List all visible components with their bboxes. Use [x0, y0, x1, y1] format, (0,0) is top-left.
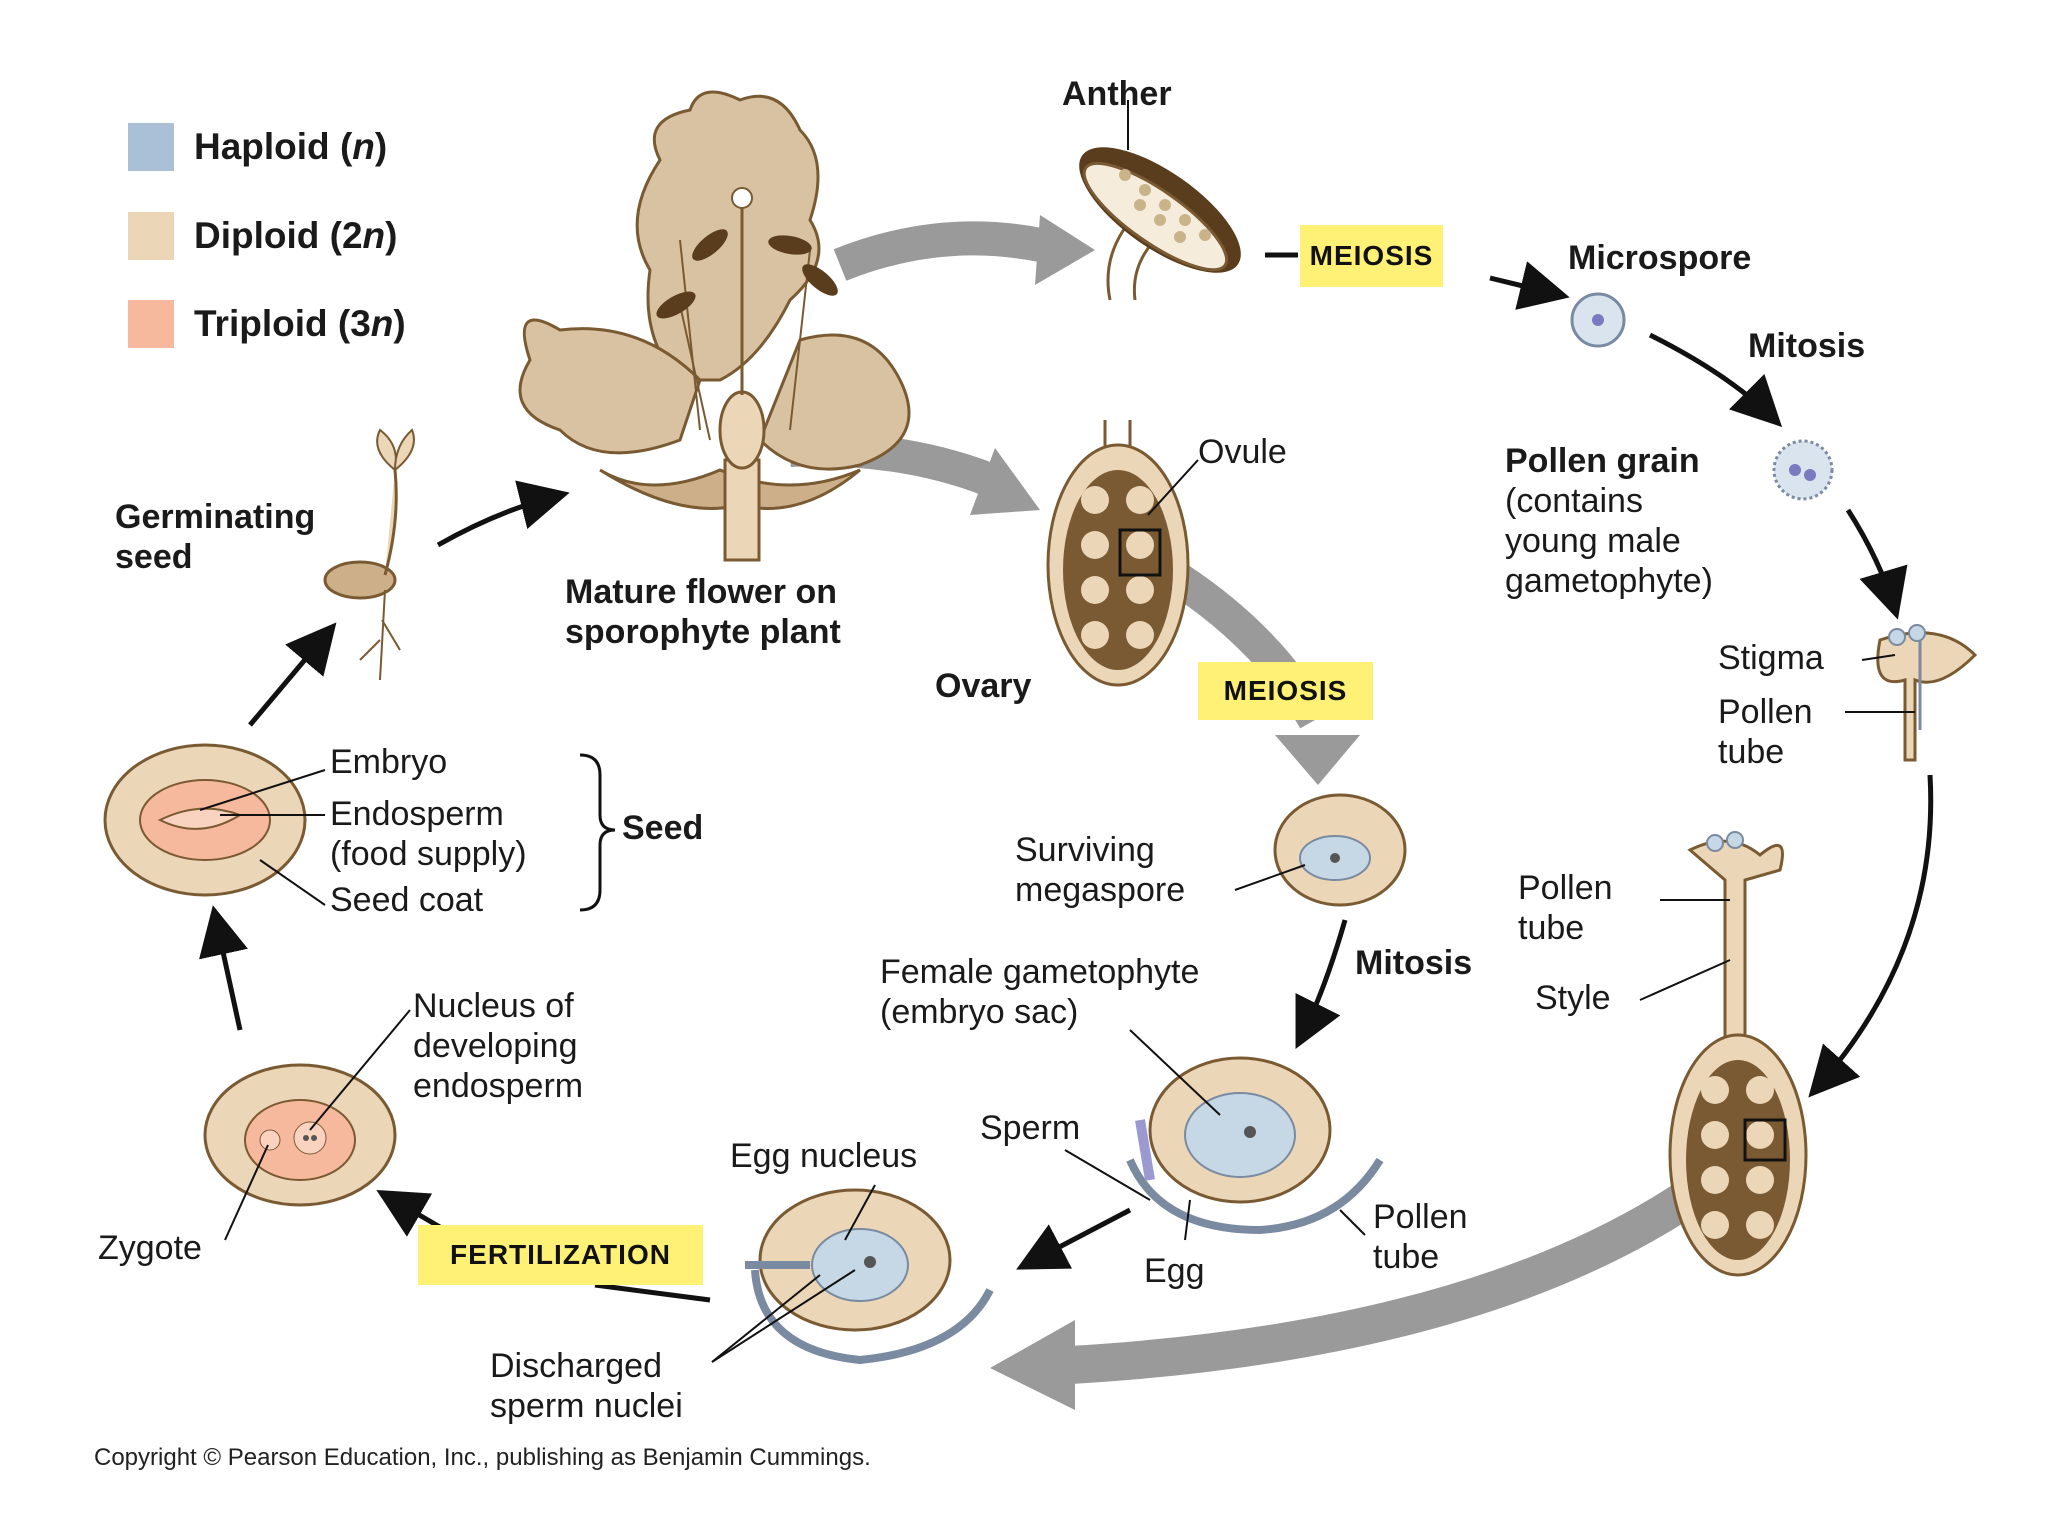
mitosis-middle-label: Mitosis [1355, 944, 1473, 982]
pollen-tube-label-3: Pollen tube [1373, 1198, 1468, 1276]
sperm-label: Sperm [980, 1109, 1081, 1147]
diploid-swatch [128, 212, 174, 260]
egg-nucleus-label: Egg nucleus [730, 1137, 918, 1175]
seed-label: Seed [622, 809, 704, 847]
female-gametophyte-label: Female gametophyte (embryo sac) [880, 953, 1200, 1031]
haploid-label: Haploid (n) [194, 126, 388, 167]
ovary-illustration [1046, 420, 1190, 687]
pollen-tube-label-1: Pollen tube [1718, 693, 1813, 771]
legend-item-diploid: Diploid (2n) [128, 212, 397, 260]
endosperm-label: Endosperm (food supply) [330, 795, 527, 873]
pollen-tube-label-2: Pollen tube [1518, 869, 1613, 947]
meiosis-box-anther: MEIOSIS [1300, 225, 1443, 287]
egg-label: Egg [1144, 1252, 1205, 1290]
embryo-label: Embryo [330, 743, 448, 781]
mitosis-top-label: Mitosis [1748, 327, 1866, 365]
seed-illustration [103, 743, 307, 897]
germinating-seed-label: Germinating seed [115, 498, 316, 576]
anther-illustration [1079, 147, 1241, 301]
copyright-text: Copyright © Pearson Education, Inc., pub… [94, 1444, 871, 1471]
triploid-label: Triploid (3n) [194, 303, 406, 344]
style-ovary-illustration [1668, 831, 1808, 1277]
mature-flower-label: Mature flower on sporophyte plant [565, 573, 841, 651]
triploid-swatch [128, 300, 174, 348]
cycle-arrows [199, 252, 1934, 1303]
stigma-label: Stigma [1718, 639, 1824, 677]
anther-label: Anther [1062, 75, 1172, 113]
megaspore-ovule-illustration [1273, 793, 1407, 907]
diploid-label: Diploid (2n) [194, 215, 398, 256]
seed-bracket [579, 753, 616, 912]
ovary-label: Ovary [935, 667, 1032, 705]
haploid-swatch [128, 123, 174, 171]
ovule-label: Ovule [1198, 433, 1287, 471]
seed-coat-label: Seed coat [330, 881, 484, 919]
egg-nucleus-ovule-illustration [745, 1188, 994, 1365]
fertilization-box: FERTILIZATION [418, 1225, 703, 1285]
microspore-label: Microspore [1568, 239, 1752, 277]
microspore-illustration [1570, 292, 1626, 348]
pollen-grain-illustration [1772, 439, 1834, 501]
pollen-grain-label: Pollen grain [1505, 442, 1700, 480]
gray-arrow-to-anther [833, 215, 1095, 285]
label-leader-lines [199, 100, 1915, 1363]
style-label: Style [1535, 979, 1611, 1017]
discharged-sperm-nuclei-label: Discharged sperm nuclei [490, 1347, 683, 1425]
female-gametophyte-illustration [1126, 1056, 1384, 1235]
mature-flower-illustration [518, 90, 911, 562]
gray-arrow-bottom-return [990, 1159, 1732, 1410]
legend-item-triploid: Triploid (3n) [128, 300, 406, 348]
nucleus-developing-endosperm-label: Nucleus of developing endosperm [413, 987, 584, 1105]
germinating-seed-illustration [323, 428, 415, 681]
zygote-label: Zygote [98, 1229, 202, 1267]
surviving-megaspore-label: Surviving megaspore [1015, 831, 1186, 909]
stigma-illustration [1876, 624, 1978, 762]
zygote-ovule-illustration [203, 1063, 397, 1207]
legend-item-haploid: Haploid (n) [128, 123, 387, 171]
meiosis-box-ovule: MEIOSIS [1198, 662, 1373, 720]
pollen-grain-description: (contains young male gametophyte) [1505, 482, 1713, 600]
